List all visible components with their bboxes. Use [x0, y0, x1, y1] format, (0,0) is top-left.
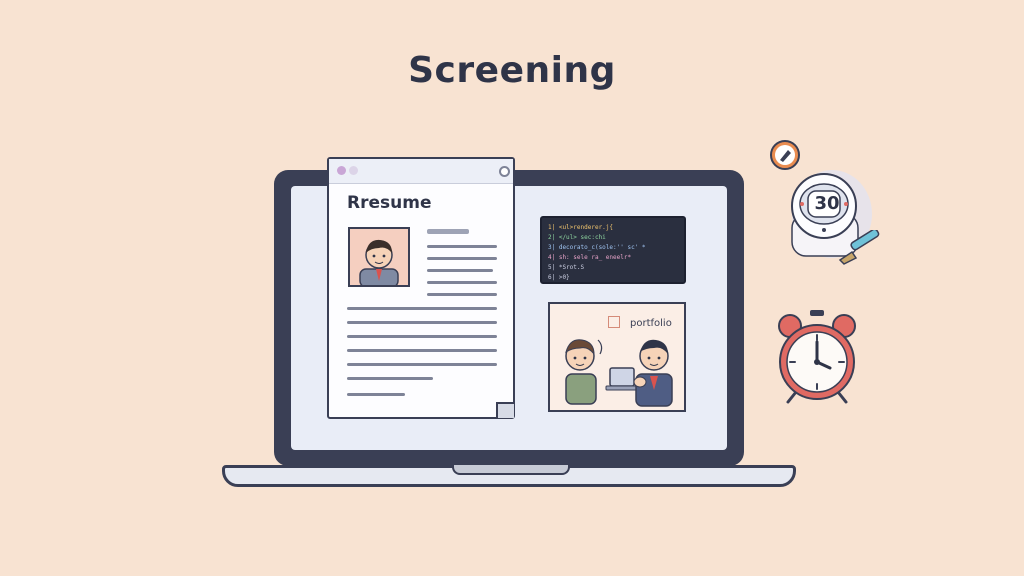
pencil-icon: [770, 140, 800, 170]
text-line: [347, 321, 497, 324]
text-line: [427, 245, 497, 248]
text-line: [347, 349, 497, 352]
resume-photo-icon: [348, 227, 410, 287]
text-line: [347, 377, 433, 380]
resume-window[interactable]: Rresume: [327, 157, 515, 419]
resume-title-bar: [329, 159, 513, 184]
portfolio-panel: portfolio: [548, 302, 686, 412]
text-line: [427, 281, 497, 284]
code-line: 4| sh: sele ra_ eneelr*: [548, 254, 632, 261]
code-panel: 1| <ul>renderer.j{ 2| </ul> sec:chi 3| d…: [540, 216, 686, 284]
code-line: 2| </ul> sec:chi: [548, 234, 606, 241]
resume-heading: Rresume: [347, 193, 432, 213]
text-line: [347, 393, 405, 396]
timer-count: 30: [814, 193, 840, 214]
text-line: [427, 293, 497, 296]
code-line: 1| <ul>renderer.j{: [548, 224, 614, 231]
text-line: [427, 269, 493, 272]
robot-timer-icon: [791, 170, 872, 258]
page-title: Screening: [408, 50, 616, 91]
pen-icon: [838, 230, 880, 265]
code-line: 3| decorato_c(sole:'' sc' *: [548, 244, 646, 251]
text-line: [347, 363, 497, 366]
text-line: [347, 307, 497, 310]
portfolio-label: portfolio: [630, 318, 672, 329]
window-dot-icon: [349, 166, 358, 175]
text-line: [347, 335, 497, 338]
code-line: 6| >0}: [548, 274, 570, 281]
people-icon: [565, 339, 673, 407]
window-dot-icon: [337, 166, 346, 175]
code-line: 5| *Srot.S: [548, 264, 585, 271]
text-line: [427, 229, 469, 234]
portfolio-checkbox-icon: [608, 316, 620, 328]
alarm-clock-icon: [778, 310, 856, 404]
text-line: [427, 257, 497, 260]
window-control-icon[interactable]: [499, 166, 510, 177]
page-fold-icon: [496, 402, 514, 418]
laptop-notch: [452, 465, 570, 475]
